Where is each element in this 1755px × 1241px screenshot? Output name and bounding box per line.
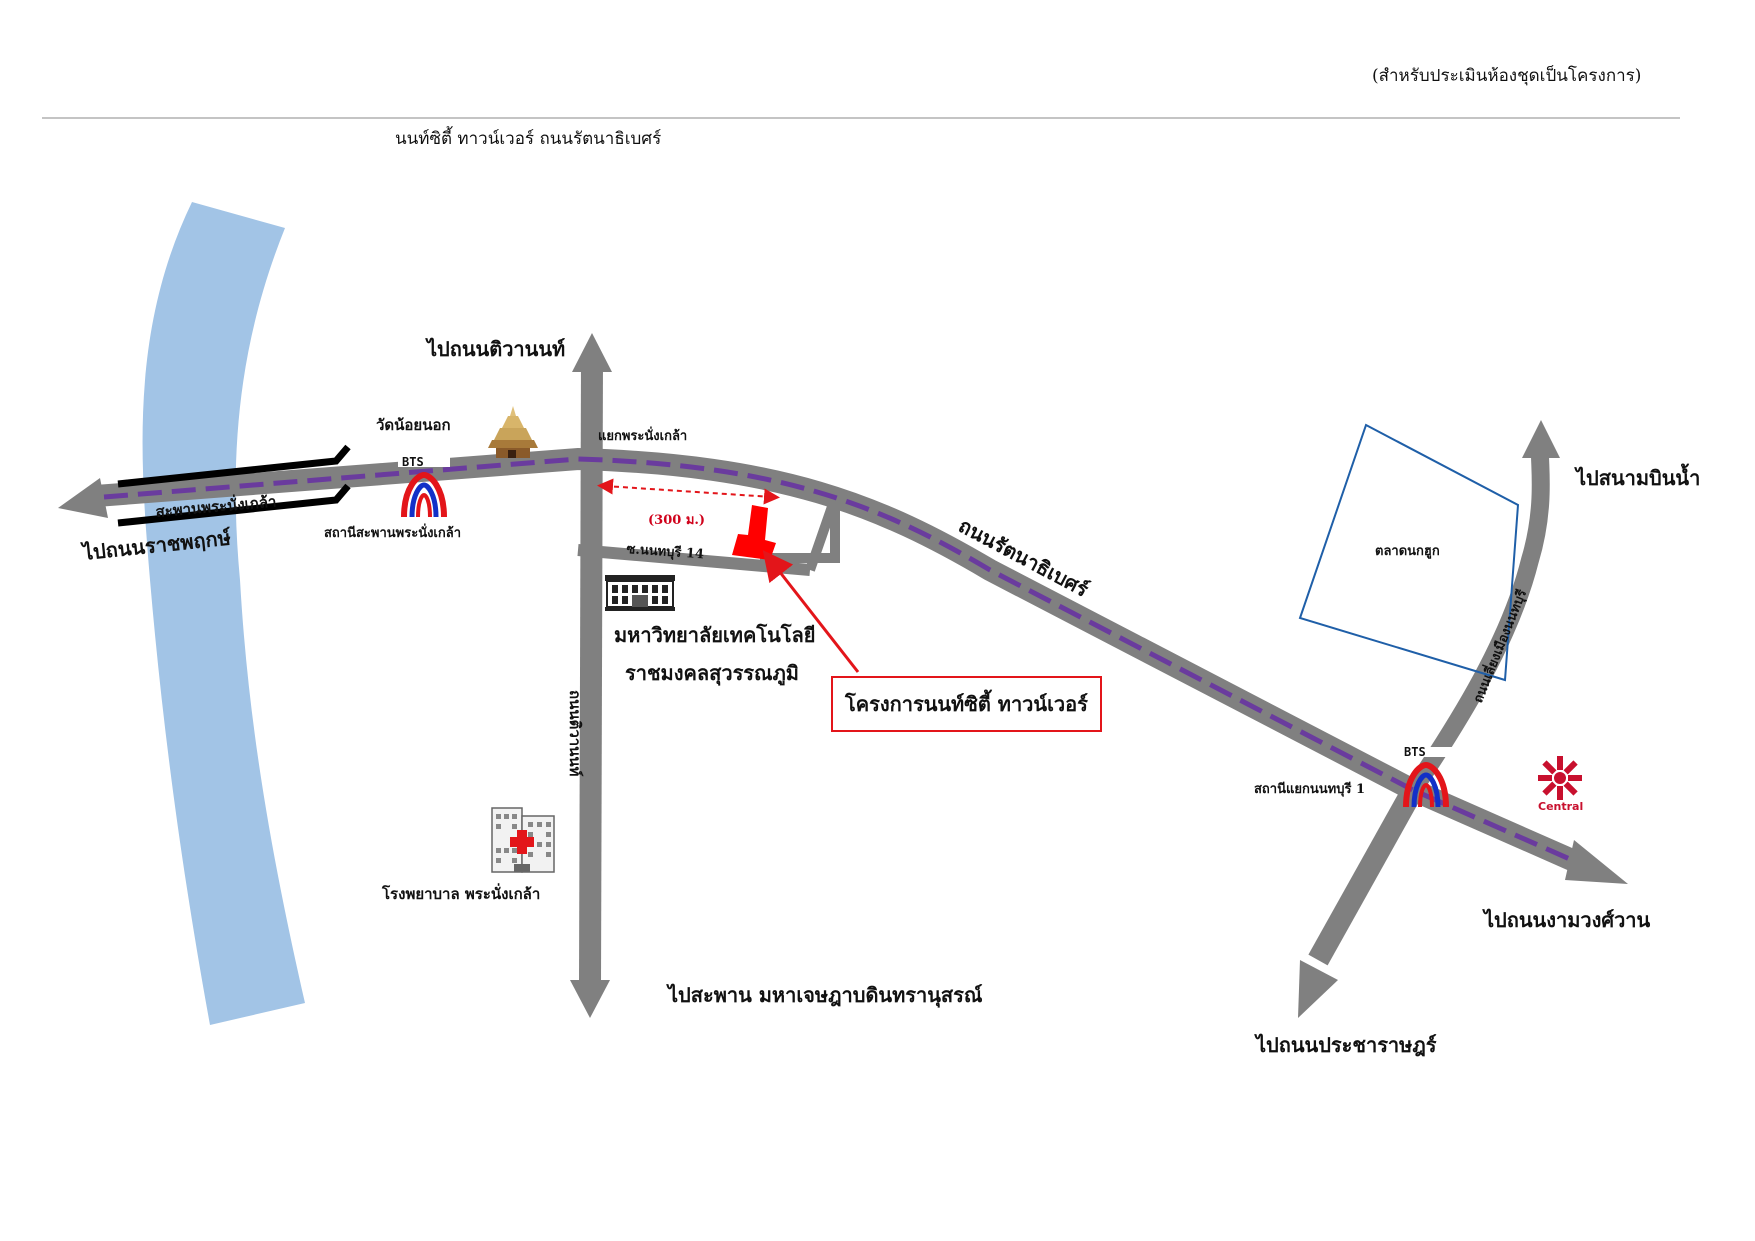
project-building-icon: [732, 505, 776, 560]
road-north-south: [579, 359, 603, 986]
tiwanon-road-label: ถนนติวานนท์: [566, 690, 584, 777]
distance-arrow: [597, 478, 780, 505]
bypass-road: [1405, 454, 1550, 796]
bts-label: BTS: [1404, 745, 1426, 759]
university-building-icon: [605, 575, 675, 611]
soi-branch: [760, 496, 840, 572]
arrow-north: [572, 333, 612, 372]
market-label: ตลาดนกฮูก: [1375, 544, 1440, 559]
arrow-east: [1565, 840, 1628, 884]
river: [142, 202, 305, 1025]
arrow-west: [58, 478, 108, 518]
direction-ngamwongwan: ไปถนนงามวงศ์วาน: [1484, 908, 1651, 932]
project-callout: โครงการนนท์ซิตี้ ทาวน์เวอร์: [831, 676, 1102, 732]
callout-pointer: [762, 550, 860, 673]
direction-airport: ไปสนามบินน้ำ: [1576, 466, 1701, 490]
station-junction-label: สถานีแยกนนทบุรี 1: [1254, 782, 1366, 797]
roads: [95, 359, 1577, 986]
station-bridge-label: สถานีสะพานพระนั่งเกล้า: [324, 526, 462, 541]
hospital-label: โรงพยาบาล พระนั่งเกล้า: [382, 885, 541, 903]
direction-bridge: ไปสะพาน มหาเจษฎาบดินทรานุสรณ์: [668, 983, 983, 1007]
temple-icon: [488, 406, 538, 458]
arrow-south: [570, 980, 610, 1018]
distance-label: (300 ม.): [648, 513, 706, 528]
arrow-airport: [1522, 420, 1560, 458]
road-to-pracharat: [1308, 784, 1423, 966]
page-subtitle: นนท์ซิตี้ ทาวน์เวอร์ ถนนรัตนาธิเบศร์: [395, 129, 662, 149]
hospital-icon: [491, 807, 555, 873]
market-area: [1298, 423, 1520, 682]
arrow-southwest: [1298, 960, 1338, 1018]
temple-label: วัดน้อยนอก: [376, 416, 451, 434]
university-label-line2: ราชมงคลสุวรรณภูมิ: [625, 661, 799, 685]
direction-pracharat: ไปถนนประชาราษฎร์: [1256, 1033, 1437, 1057]
central-logo-icon: [1538, 756, 1582, 800]
project-callout-label: โครงการนนท์ซิตี้ ทาวน์เวอร์: [845, 692, 1088, 716]
header-note: (สำหรับประเมินห้องชุดเป็นโครงการ): [1372, 66, 1642, 86]
bts-logo-icon: [398, 457, 450, 518]
university-label-line1: มหาวิทยาลัยเทคโนโลยี: [614, 623, 816, 647]
junction-label: แยกพระนั่งเกล้า: [598, 429, 688, 444]
bts-logo-icon: [1400, 747, 1452, 808]
bridge: [117, 444, 351, 527]
road-arrowheads: [58, 333, 1628, 1018]
direction-tiwanon: ไปถนนติวานนท์: [427, 337, 566, 361]
central-label: Central: [1538, 800, 1584, 813]
transit-line: [103, 456, 1574, 863]
bts-label: BTS: [402, 455, 424, 469]
